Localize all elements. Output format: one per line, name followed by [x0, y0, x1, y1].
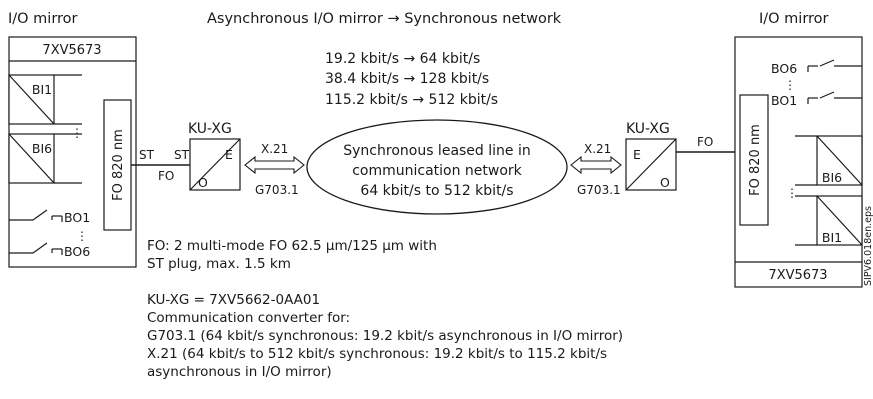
left-fo-label: FO: [158, 169, 174, 183]
left-device: 7XV5673 FO 820 nm BI1 ⋮ BI6 BO: [8, 36, 137, 268]
right-bo6-label: BO6: [771, 61, 797, 76]
rate-line-1: 19.2 kbit/s → 64 kbit/s: [325, 51, 480, 67]
network-line-2: communication network: [352, 163, 522, 179]
left-converter-e: E: [225, 147, 233, 162]
left-converter-x21: X.21: [261, 142, 288, 156]
right-device-model: 7XV5673: [768, 268, 827, 283]
left-st-a: ST: [139, 148, 155, 162]
left-binary-input-1: BI1: [8, 74, 82, 125]
left-bi6-label: BI6: [32, 141, 52, 156]
ku-note-line-5: asynchronous in I/O mirror): [147, 364, 332, 380]
left-converter: KU-XG E O X.21 G703.1: [188, 121, 299, 197]
ku-note-line-2: Communication converter for:: [147, 310, 351, 326]
left-double-arrow: [244, 155, 305, 175]
left-st-b: ST: [174, 148, 190, 162]
right-bi1-label: BI1: [822, 230, 842, 245]
ku-note-line-3: G703.1 (64 kbit/s synchronous: 19.2 kbit…: [147, 328, 624, 344]
right-fo-module-label: FO 820 nm: [748, 124, 763, 196]
left-bi-dots: ⋮: [71, 126, 83, 140]
left-bo-dots: ⋮: [76, 229, 88, 243]
right-device: 7XV5673 FO 820 nm BO6 ⋮ BO1 BI6: [734, 36, 863, 288]
ku-note: KU-XG = 7XV5662-0AA01 Communication conv…: [147, 291, 623, 381]
fo-note-line-2: ST plug, max. 1.5 km: [147, 256, 291, 272]
right-binary-input-6: BI6: [795, 135, 863, 186]
right-converter-name: KU-XG: [626, 121, 670, 137]
right-converter: KU-XG E O X.21 G703.1: [577, 121, 677, 197]
left-bo6-label: BO6: [64, 244, 90, 259]
right-bo1-label: BO1: [771, 93, 797, 108]
left-converter-g703: G703.1: [255, 183, 299, 197]
left-bi1-label: BI1: [32, 82, 52, 97]
left-device-model: 7XV5673: [42, 43, 101, 58]
right-binary-input-1: BI1: [795, 195, 863, 246]
right-bi6-label: BI6: [822, 170, 842, 185]
fo-note: FO: 2 multi-mode FO 62.5 µm/125 µm with …: [147, 237, 437, 273]
right-binary-output-6: BO6: [771, 59, 862, 76]
ku-note-line-4: X.21 (64 kbit/s to 512 kbit/s synchronou…: [147, 346, 608, 362]
left-converter-name: KU-XG: [188, 121, 232, 137]
left-fo-module-label: FO 820 nm: [111, 129, 126, 201]
fo-note-line-1: FO: 2 multi-mode FO 62.5 µm/125 µm with: [147, 238, 437, 254]
left-device-title: I/O mirror: [8, 11, 78, 27]
left-binary-output-6: BO6: [9, 242, 90, 259]
network-line-3: 64 kbit/s to 512 kbit/s: [360, 183, 513, 199]
right-fo-label: FO: [697, 135, 713, 149]
left-bo1-label: BO1: [64, 210, 90, 225]
right-device-title: I/O mirror: [759, 11, 829, 27]
left-converter-o: O: [198, 175, 208, 190]
right-converter-g703: G703.1: [577, 183, 621, 197]
rate-line-2: 38.4 kbit/s → 128 kbit/s: [325, 71, 489, 87]
right-binary-output-1: BO1: [771, 91, 862, 108]
left-fo-module: [103, 99, 132, 231]
right-converter-o: O: [660, 175, 670, 190]
network-line-1: Synchronous leased line in: [343, 143, 531, 159]
right-converter-x21: X.21: [584, 142, 611, 156]
figure-id: SIPV6.018en.eps: [863, 206, 873, 286]
left-binary-output-1: BO1: [9, 209, 90, 225]
left-binary-input-6: BI6: [8, 133, 82, 184]
right-bi-dots: ⋮: [786, 186, 798, 200]
ku-note-line-1: KU-XG = 7XV5662-0AA01: [147, 292, 321, 308]
right-double-arrow: [570, 155, 622, 175]
center-title: Asynchronous I/O mirror → Synchronous ne…: [207, 11, 562, 27]
network-ellipse: Synchronous leased line in communication…: [306, 119, 568, 215]
right-converter-e: E: [633, 147, 641, 162]
right-bo-dots: ⋮: [784, 78, 796, 92]
right-fo-module: [739, 94, 769, 226]
rate-line-3: 115.2 kbit/s → 512 kbit/s: [325, 92, 498, 108]
